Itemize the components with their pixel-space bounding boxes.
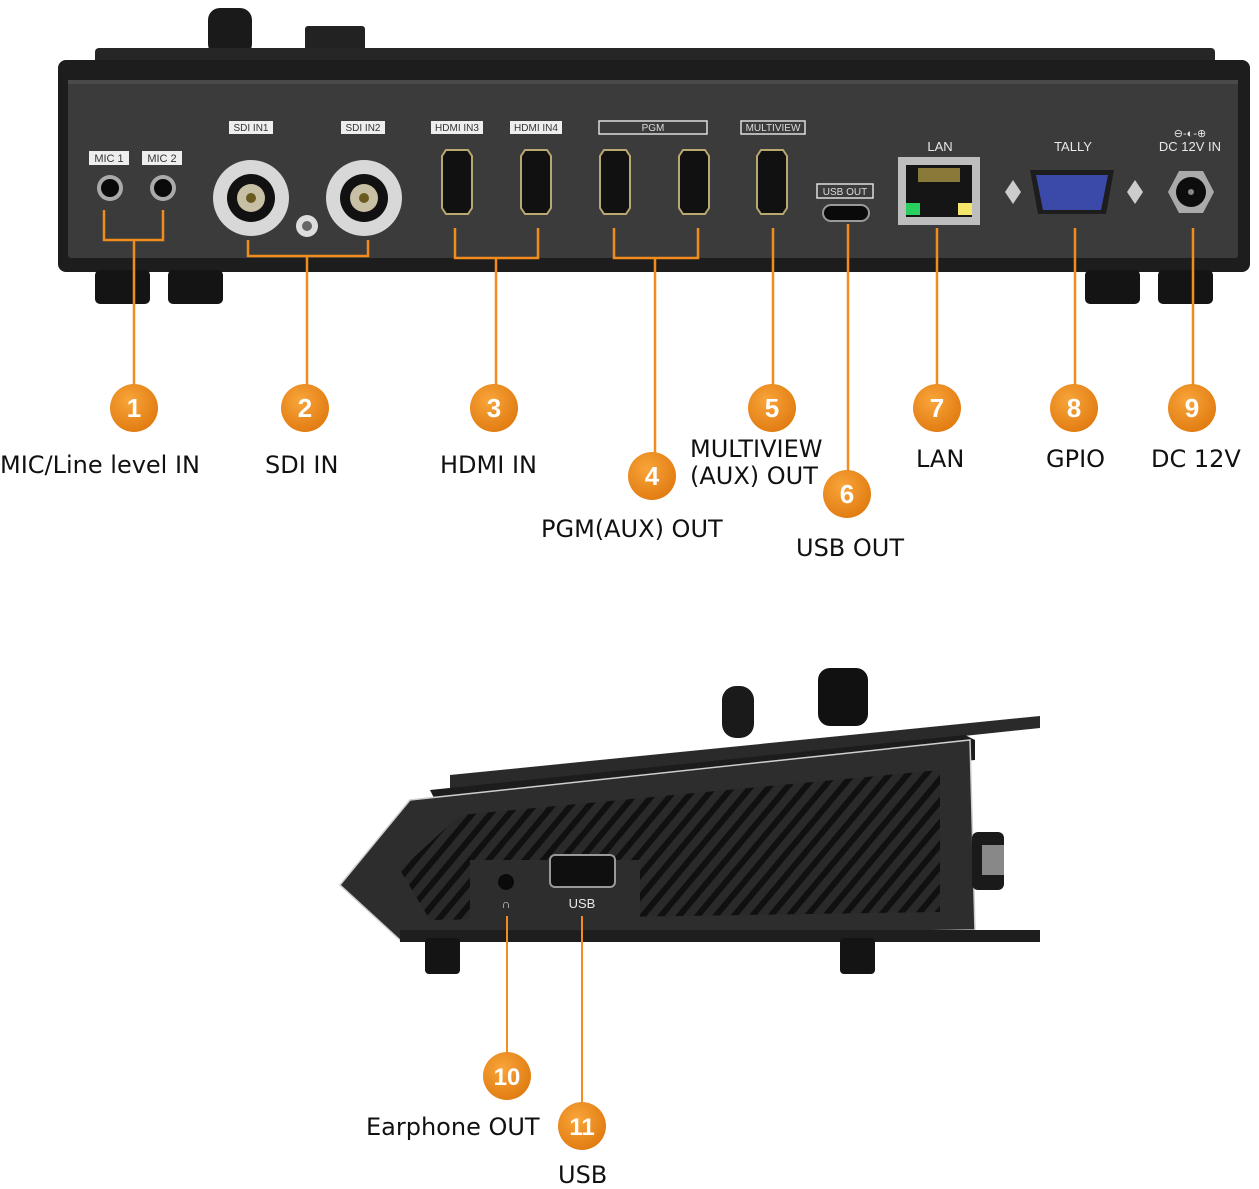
callout-badge-1: 1 [110,384,158,432]
callout-badge-5: 5 [748,384,796,432]
hdmi-in4-port [520,149,552,215]
usb-a-port [549,854,616,888]
side-knob [818,668,868,726]
callout-label-sdi-in: SDI IN [265,451,339,479]
sdi1-port-label: SDI IN1 [233,123,268,134]
usb-c-port [822,204,870,222]
svg-text:2: 2 [298,393,312,423]
svg-text:9: 9 [1185,393,1199,423]
callout-label-pgm-aux-out: PGM(AUX) OUT [541,515,723,543]
callout-badge-4: 4 [628,452,676,500]
headphone-icon: ∩ [502,897,511,911]
svg-text:3: 3 [487,393,501,423]
top-knob [208,8,252,56]
mic1-port-label: MIC 1 [94,153,123,165]
callout-badge-6: 6 [823,470,871,518]
svg-text:7: 7 [930,393,944,423]
callout-label-hdmi-in: HDMI IN [440,451,537,479]
callout-label-lan: LAN [916,445,965,473]
callout-label-usb-out: USB OUT [796,534,905,562]
callout-label-multiview: MULTIVIEW [690,435,823,463]
mic1-jack [97,175,123,201]
pgm-out1-port [599,149,631,215]
dc-polarity-symbol: ⊖-◐-⊕ [1174,128,1206,140]
pgm-port-label: PGM [642,123,665,134]
multiview-out-port [756,149,788,215]
svg-text:6: 6 [840,479,854,509]
tally-db15-port [1005,170,1143,214]
rear-panel: MIC 1 MIC 2 SDI IN1 SDI IN2 HDMI IN3 HDM… [58,8,1250,304]
svg-text:5: 5 [765,393,779,423]
side-leader-lines [506,916,583,1108]
usb-out-port-label: USB OUT [823,187,867,198]
callout-badge-10: 10 [483,1052,531,1100]
side-usb-port-label: USB [569,896,596,911]
callout-badge-3: 3 [470,384,518,432]
earphone-jack [498,874,514,890]
mic2-jack [150,175,176,201]
rear-leader-lines [102,210,1195,478]
lan-rj45-port [898,157,980,225]
callout-badge-2: 2 [281,384,329,432]
svg-text:11: 11 [569,1114,594,1141]
callout-badge-11: 11 [558,1102,606,1150]
multiview-port-label: MULTIVIEW [746,123,801,134]
callout-badge-8: 8 [1050,384,1098,432]
hdmi4-port-label: HDMI IN4 [514,123,558,134]
svg-text:8: 8 [1067,393,1081,423]
callout-badge-9: 9 [1168,384,1216,432]
top-tbar [305,26,365,52]
side-panel: ∩ USB [338,668,1040,974]
svg-text:4: 4 [645,461,660,491]
callout-label-dc-12v: DC 12V [1151,445,1241,473]
callout-label-usb: USB [558,1161,608,1189]
tally-port-label: TALLY [1054,139,1092,154]
dc-power-jack [1168,171,1214,213]
callout-label-gpio: GPIO [1046,445,1106,473]
ground-screw [296,215,318,237]
dc-port-label: DC 12V IN [1159,139,1221,154]
hdmi3-port-label: HDMI IN3 [435,123,479,134]
side-bnc-connector [972,832,1004,890]
svg-text:10: 10 [494,1064,521,1091]
callout-label-aux-out: (AUX) OUT [690,462,818,490]
sdi2-bnc-connector [326,160,402,236]
sdi1-bnc-connector [213,160,289,236]
callout-badge-7: 7 [913,384,961,432]
lan-port-label: LAN [927,139,952,154]
callout-label-earphone-out: Earphone OUT [366,1113,540,1141]
callout-label-mic-line-in: MIC/Line level IN [0,451,201,479]
svg-text:1: 1 [127,393,141,423]
hdmi-in3-port [441,149,473,215]
side-joystick [722,686,754,738]
pgm-out2-port [678,149,710,215]
sdi2-port-label: SDI IN2 [345,123,380,134]
mic2-port-label: MIC 2 [147,153,176,165]
